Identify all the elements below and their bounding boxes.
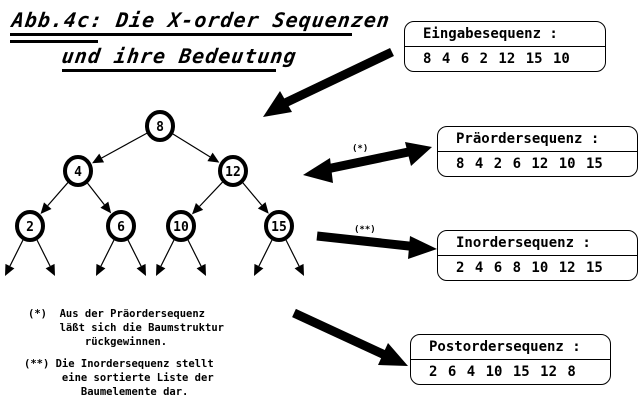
null-child-arrow xyxy=(5,238,25,276)
null-child-arrow xyxy=(254,238,274,276)
preorder-sequence-box: Präordersequenz : 8 4 2 6 12 10 15 xyxy=(437,126,638,177)
preorder-arrow-label: (*) xyxy=(352,144,369,154)
tree-node-value: 12 xyxy=(225,165,241,180)
tree-node-value: 2 xyxy=(26,220,34,235)
postorder-sequence-label: Postordersequenz : xyxy=(411,335,610,360)
tree-edges xyxy=(40,132,269,215)
title-underline-1 xyxy=(10,33,352,36)
tree-node: 8 xyxy=(145,110,175,142)
postorder-sequence-values: 2 6 4 10 15 12 8 xyxy=(429,364,576,380)
arrow-preorder-double xyxy=(303,142,432,183)
tree-node: 4 xyxy=(63,155,93,187)
title-underline-3 xyxy=(62,69,276,72)
inorder-arrow-label: (**) xyxy=(354,225,376,235)
tree-node-value: 6 xyxy=(117,220,125,235)
tree-node: 6 xyxy=(106,210,136,242)
tree-edge xyxy=(40,181,70,214)
tree-edge xyxy=(86,181,112,214)
tree-edge xyxy=(241,181,269,214)
tree-node-value: 10 xyxy=(173,220,189,235)
preorder-sequence-values: 8 4 2 6 12 10 15 xyxy=(456,156,603,172)
tree-edge xyxy=(191,180,224,215)
null-child-arrow xyxy=(35,238,55,276)
tree-node-value: 4 xyxy=(74,165,82,180)
input-sequence-values: 8 4 6 2 12 15 10 xyxy=(423,51,570,67)
tree-node-value: 15 xyxy=(271,220,287,235)
tree-node: 10 xyxy=(166,210,196,242)
null-child-arrow xyxy=(156,238,176,276)
tree-nodes: 8 4 12 2 6 10 15 xyxy=(15,110,294,242)
null-child-arrow xyxy=(126,238,146,276)
tree-edge xyxy=(92,132,149,164)
leaf-null-arrows xyxy=(5,238,304,276)
footnote-inorder: (**) Die Inordersequenz stellt eine sort… xyxy=(24,358,214,398)
null-child-arrow xyxy=(96,238,116,276)
footnote-preorder: (*) Aus der Präordersequenz läßt sich di… xyxy=(28,308,224,348)
inorder-sequence-label: Inordersequenz : xyxy=(438,231,637,256)
null-child-arrow xyxy=(284,238,304,276)
arrow-to-inorder xyxy=(316,231,437,259)
arrow-to-postorder xyxy=(292,308,408,366)
inorder-sequence-box: Inordersequenz : 2 4 6 8 10 12 15 xyxy=(437,230,638,281)
title-underline-2 xyxy=(10,40,98,43)
arrow-input-to-tree xyxy=(263,47,394,117)
tree-node: 15 xyxy=(264,210,294,242)
tree-node-value: 8 xyxy=(156,120,164,135)
input-sequence-label: Eingabesequenz : xyxy=(405,22,605,47)
tree-edge xyxy=(171,132,220,163)
postorder-sequence-box: Postordersequenz : 2 6 4 10 15 12 8 xyxy=(410,334,611,385)
tree-node: 2 xyxy=(15,210,45,242)
preorder-sequence-label: Präordersequenz : xyxy=(438,127,637,152)
input-sequence-box: Eingabesequenz : 8 4 6 2 12 15 10 xyxy=(404,21,606,72)
inorder-sequence-values: 2 4 6 8 10 12 15 xyxy=(456,260,603,276)
tree-node: 12 xyxy=(218,155,248,187)
null-child-arrow xyxy=(186,238,206,276)
